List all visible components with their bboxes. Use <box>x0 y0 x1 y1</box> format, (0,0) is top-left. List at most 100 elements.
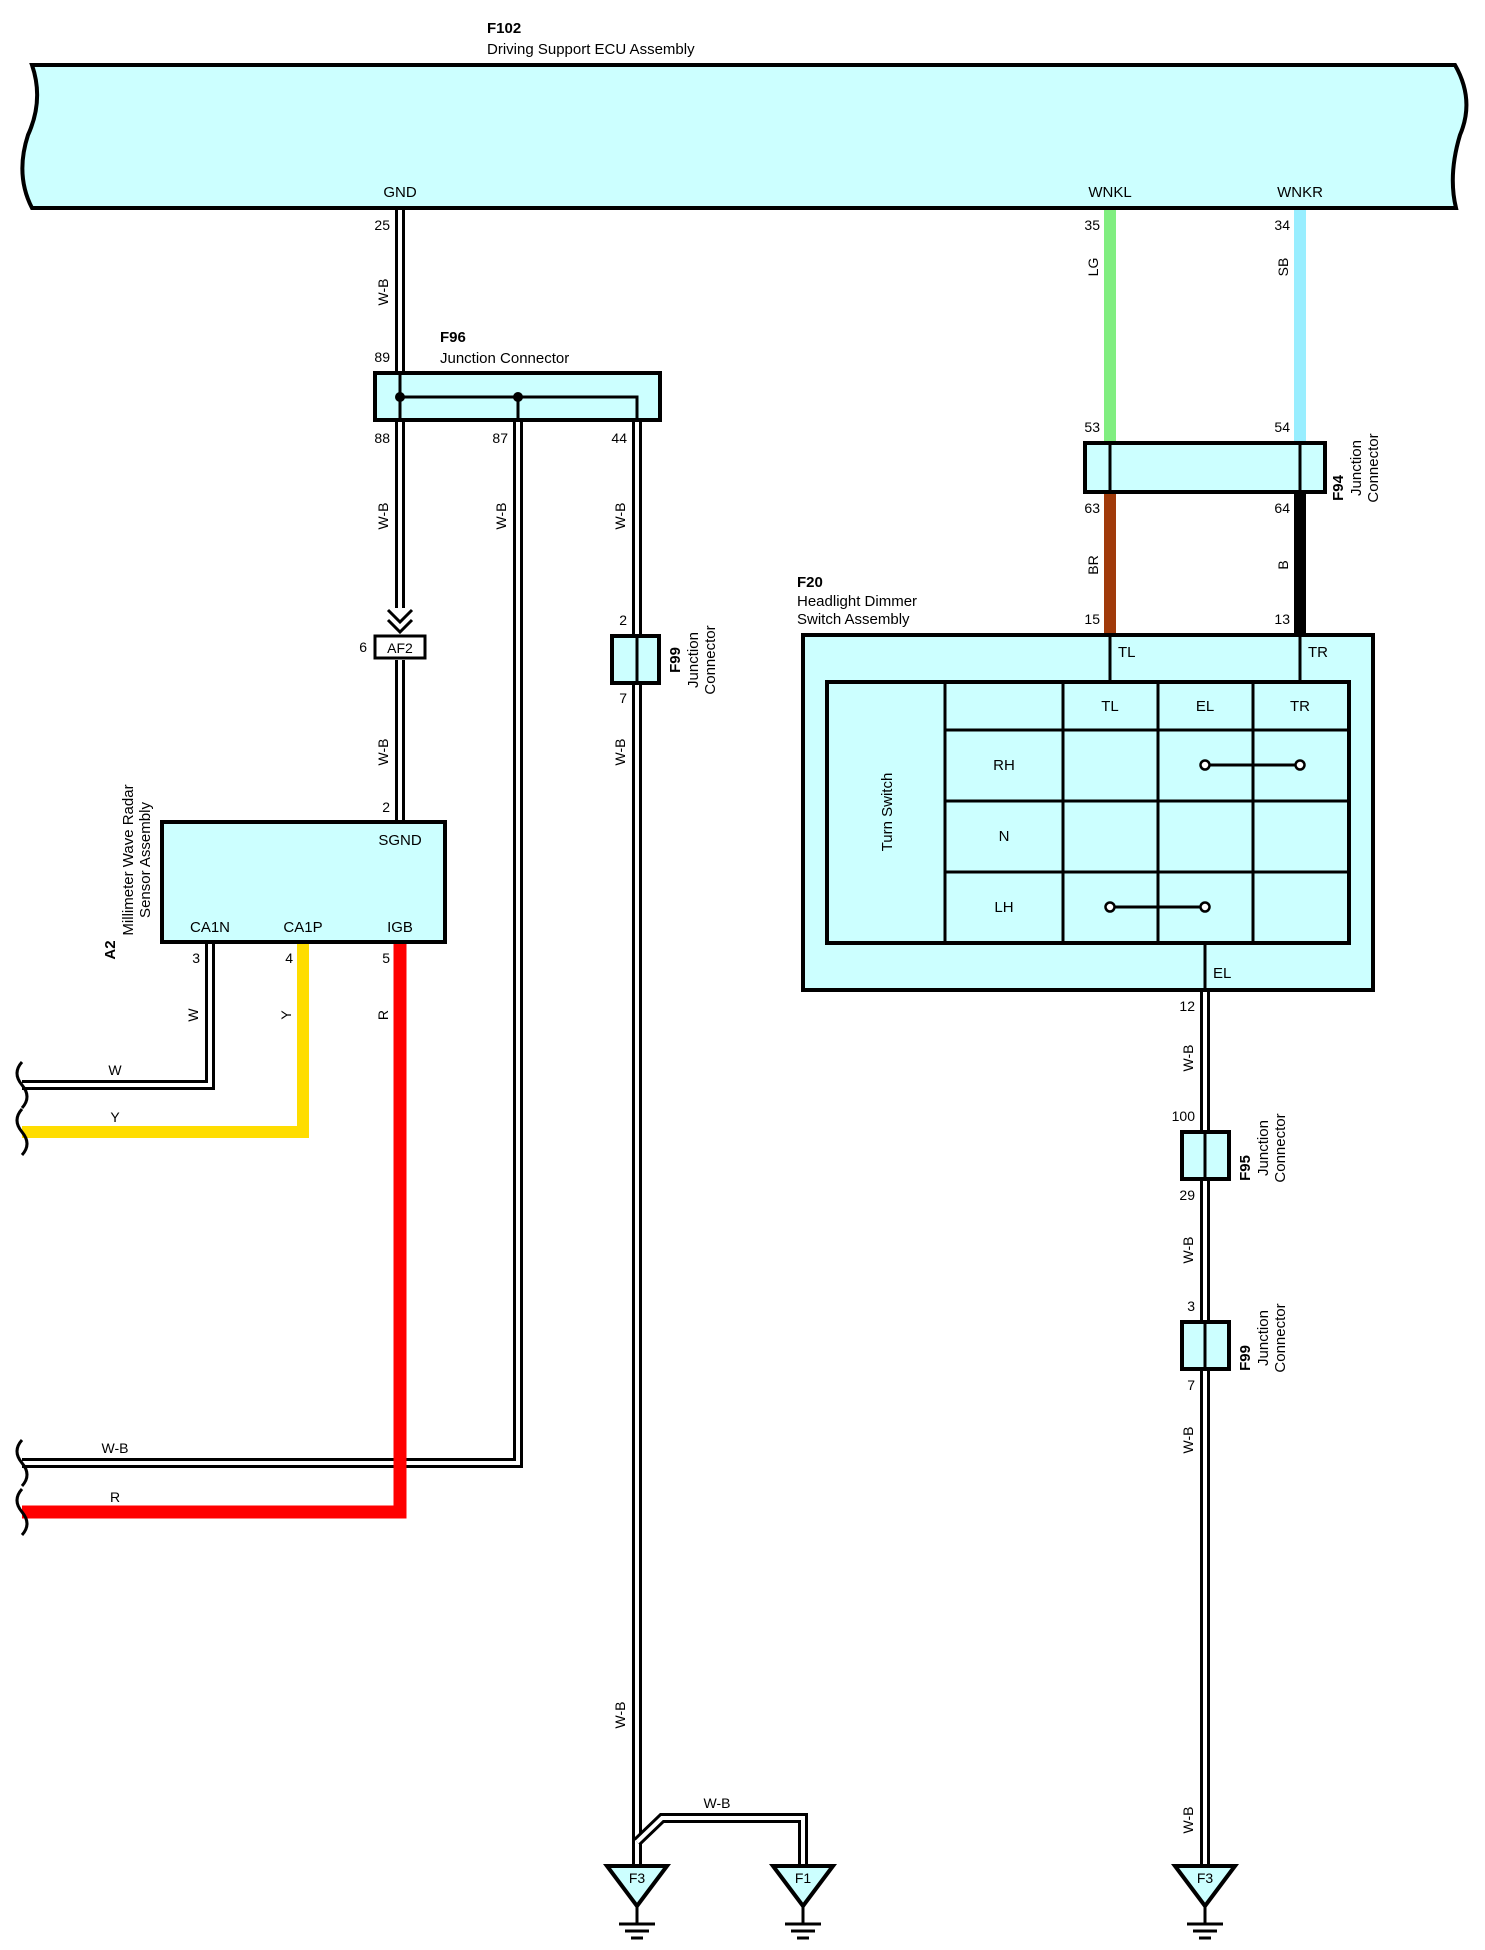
wire-label: W-B <box>612 739 628 766</box>
ground-f1: F1 <box>771 1864 835 1940</box>
terminal-gnd: GND <box>383 184 417 201</box>
pin-number: 100 <box>1172 1108 1196 1124</box>
terminal-sgnd: SGND <box>378 832 422 849</box>
f99-left-junction: F99 Junction Connector <box>610 625 719 695</box>
f94-junction-connector: F94 Junction Connector <box>1083 433 1382 503</box>
pin-number: 6 <box>359 639 367 655</box>
pin-number: 25 <box>374 217 390 233</box>
wires-layer <box>22 208 1306 1866</box>
pin-number: 2 <box>382 799 390 815</box>
wire-label: W-B <box>375 739 391 766</box>
pin-number: 2 <box>619 612 627 628</box>
wire-wb-f96-44-ground <box>632 420 808 1866</box>
pin-number: 54 <box>1274 419 1290 435</box>
pin-number: 53 <box>1084 419 1100 435</box>
wire-label: R <box>110 1489 120 1505</box>
wire-label: W-B <box>1180 1807 1196 1834</box>
a2-radar-sensor: SGND CA1N CA1P IGB A2 Millimeter Wave Ra… <box>102 784 447 960</box>
harness-break-marks <box>15 1060 29 1537</box>
wire-label: R <box>375 1010 391 1020</box>
f95-junction-connector: F95 Junction Connector <box>1180 1113 1289 1183</box>
ground-label: F3 <box>629 1870 646 1886</box>
f99a-code: F99 <box>667 647 684 673</box>
f96-code: F96 <box>440 329 466 346</box>
continuity-rh-el-tr <box>1199 759 1306 771</box>
terminal-el: EL <box>1213 965 1231 982</box>
wire-label: SB <box>1275 258 1291 277</box>
ground-label: F1 <box>795 1870 812 1886</box>
a2-code: A2 <box>102 940 119 959</box>
wire-y-ca1p <box>22 942 309 1138</box>
terminal-ca1p: CA1P <box>283 919 322 936</box>
wire-label: BR <box>1085 555 1101 574</box>
terminal-tl: TL <box>1118 644 1136 661</box>
wire-label: W-B <box>493 503 509 530</box>
terminal-wnkl: WNKL <box>1088 184 1131 201</box>
wire-label: Y <box>110 1109 120 1125</box>
row-rh: RH <box>993 757 1015 774</box>
f102-name: Driving Support ECU Assembly <box>487 41 695 58</box>
wire-label: LG <box>1085 258 1101 277</box>
pin-number: 29 <box>1179 1187 1195 1203</box>
f20-headlight-dimmer-switch: F20 Headlight Dimmer Switch Assembly TL … <box>797 574 1375 992</box>
wire-label: W <box>185 1008 201 1022</box>
af2-connector: AF2 <box>373 608 427 660</box>
terminal-igb: IGB <box>387 919 413 936</box>
f102-driving-support-ecu: F102 Driving Support ECU Assembly GND WN… <box>20 20 1469 210</box>
f99b-name-1: Junction <box>1255 1310 1272 1366</box>
pin-number: 15 <box>1084 611 1100 627</box>
f99a-name-2: Connector <box>702 625 719 694</box>
turn-switch-table: Turn Switch TL EL TR RH N LH <box>825 680 1351 945</box>
wire-label: B <box>1275 560 1291 569</box>
ground-label: F3 <box>1197 1870 1214 1886</box>
wire-label: W-B <box>1180 1427 1196 1454</box>
wire-label: W-B <box>1180 1045 1196 1072</box>
pin-number: 89 <box>374 349 390 365</box>
wire-wb-f96-87-left <box>22 420 523 1468</box>
pin-number: 87 <box>492 430 508 446</box>
pin-number: 4 <box>285 950 293 966</box>
f96-junction-connector: F96 Junction Connector <box>373 329 662 422</box>
af2-code: AF2 <box>387 640 413 656</box>
pin-number: 64 <box>1274 500 1290 516</box>
f94-code: F94 <box>1330 474 1347 501</box>
f20-code: F20 <box>797 574 823 591</box>
wire-label: W-B <box>612 503 628 530</box>
wire-r-igb <box>22 942 407 1519</box>
continuity-lh-tl-el <box>1104 901 1211 913</box>
f94-name-2: Connector <box>1365 433 1382 502</box>
pin-number: 7 <box>1187 1377 1195 1393</box>
f102-code: F102 <box>487 20 521 37</box>
pin-number: 7 <box>619 690 627 706</box>
wire-label: W-B <box>375 503 391 530</box>
row-n: N <box>999 828 1010 845</box>
pin-numbers: 25 89 88 87 44 6 2 2 7 3 4 5 35 34 53 54… <box>192 217 1290 1393</box>
col-tr: TR <box>1290 698 1310 715</box>
f20-name-1: Headlight Dimmer <box>797 593 917 610</box>
pin-number: 35 <box>1084 217 1100 233</box>
wire-label: W-B <box>612 1702 628 1729</box>
pin-number: 34 <box>1274 217 1290 233</box>
f99-right-junction: F99 Junction Connector <box>1180 1303 1289 1373</box>
wire-label: W <box>108 1062 122 1078</box>
row-lh: LH <box>994 899 1013 916</box>
pin-number: 88 <box>374 430 390 446</box>
pin-number: 3 <box>1187 1298 1195 1314</box>
ground-f3-right: F3 <box>1173 1864 1237 1940</box>
col-el: EL <box>1196 698 1214 715</box>
pin-number: 13 <box>1274 611 1290 627</box>
wire-label: W-B <box>704 1795 731 1811</box>
col-tl: TL <box>1101 698 1119 715</box>
a2-name-2: Sensor Assembly <box>137 802 154 918</box>
pin-number: 44 <box>611 430 627 446</box>
f99b-code: F99 <box>1237 1345 1254 1371</box>
wire-labels: W-B W-B W-B W-B W-B W-B W-B W-B W-B W-B … <box>102 258 1291 1834</box>
terminal-ca1n: CA1N <box>190 919 230 936</box>
pin-number: 12 <box>1179 998 1195 1014</box>
a2-name-1: Millimeter Wave Radar <box>120 784 137 935</box>
pin-number: 63 <box>1084 500 1100 516</box>
wire-label: W-B <box>1180 1237 1196 1264</box>
f20-name-2: Switch Assembly <box>797 611 910 628</box>
f99a-name-1: Junction <box>685 632 702 688</box>
